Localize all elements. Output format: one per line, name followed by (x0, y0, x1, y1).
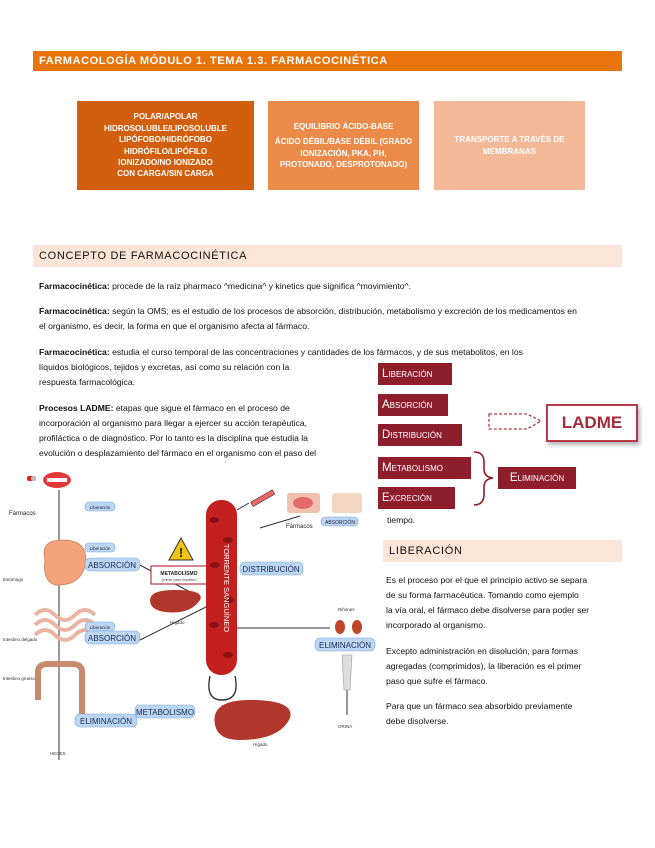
svg-text:Fármacos: Fármacos (286, 524, 313, 530)
paragraph-liberacion-2: Excepto administración en disolución, pa… (386, 646, 582, 686)
paragraph-liberacion-3: Para que un fármaco sea absorbido previa… (386, 701, 573, 726)
svg-text:Liberación: Liberación (90, 546, 111, 551)
svg-text:METABOLISMO: METABOLISMO (160, 571, 197, 577)
svg-text:METABOLISMO: METABOLISMO (136, 708, 194, 717)
section-title-concept: CONCEPTO DE FARMACOCINÉTICA (33, 245, 622, 267)
paragraph-liberacion-1: Es el proceso por el que el principio ac… (386, 575, 590, 630)
svg-text:ABSORCIÓN: ABSORCIÓN (88, 561, 136, 570)
paragraph-origin: Farmacocinética: procede de la raíz phar… (39, 281, 411, 291)
svg-text:Riñones: Riñones (338, 607, 355, 612)
svg-text:Liberación: Liberación (90, 625, 111, 630)
paragraph-ladme: Procesos LADME: etapas que sigue el fárm… (39, 403, 317, 458)
page-header: FARMACOLOGÍA MÓDULO 1. TEMA 1.3. FARMACO… (33, 51, 622, 71)
svg-text:ELIMINACIÓN: ELIMINACIÓN (319, 641, 371, 650)
svg-text:ABSORCIÓN: ABSORCIÓN (88, 634, 136, 643)
svg-text:Estómago: Estómago (3, 577, 24, 582)
bladder-icon (341, 654, 353, 691)
bloodstream-tube (206, 500, 237, 675)
ladme-eliminacion: Eliminación (498, 467, 576, 489)
paragraph-ladme-end: tiempo. (387, 515, 416, 525)
svg-text:ORINA: ORINA (338, 724, 352, 729)
large-intestine-icon (35, 661, 85, 715)
svg-text:Intestino delgado: Intestino delgado (3, 637, 38, 642)
svg-text:!: ! (179, 545, 183, 560)
ladme-step-excrecion: Excreción (378, 487, 455, 509)
small-intestine-icon (33, 608, 97, 642)
skin-icon (332, 493, 362, 513)
warning-icon (168, 536, 194, 561)
svg-text:Intestino grueso: Intestino grueso (3, 676, 36, 681)
svg-text:ELIMINACIÓN: ELIMINACIÓN (80, 717, 132, 726)
svg-text:TORRENTE SANGUÍNEO: TORRENTE SANGUÍNEO (222, 544, 231, 632)
svg-text:Liberación: Liberación (90, 505, 111, 510)
ladme-step-liberacion: Liberación (378, 363, 452, 385)
property-box-acid-base: EQUILIBRIO ÁCIDO-BASE ÁCIDO DÉBIL/BASE D… (268, 101, 419, 190)
paragraph-oms: Farmacocinética: según la OMS; es el est… (39, 306, 577, 331)
ladme-body-diagram: Liberación Fármacos Liberación ABSORCIÓN… (3, 472, 376, 760)
liver-icon-bottom (214, 700, 291, 740)
svg-text:ABSORCIÓN: ABSORCIÓN (325, 519, 355, 526)
kidney-icon (335, 620, 345, 634)
svg-text:Fármacos: Fármacos (9, 511, 36, 517)
svg-text:DISTRIBUCIÓN: DISTRIBUCIÓN (242, 565, 300, 574)
ladme-title: LADME (546, 404, 638, 442)
stomach-icon (43, 539, 87, 586)
ladme-step-metabolismo: Metabolismo (378, 457, 471, 479)
section-title-liberacion: LIBERACIÓN (383, 540, 622, 562)
paragraph-temporal: Farmacocinética: estudia el curso tempor… (39, 347, 523, 387)
svg-text:(primer paso hepático): (primer paso hepático) (161, 578, 196, 582)
syringe-icon (250, 489, 276, 508)
property-box-polarity: POLAR/APOLAR HIDROSOLUBLE/LIPOSOLUBLE LI… (77, 101, 254, 190)
property-box-transport: TRANSPORTE A TRAVÉS DE MEMBRANAS (434, 101, 585, 190)
liver-icon (150, 590, 201, 613)
ladme-step-distribucion: Distribución (378, 424, 462, 446)
svg-text:Hígado: Hígado (170, 620, 185, 625)
svg-text:Hígado: Hígado (253, 742, 268, 747)
svg-text:HECES: HECES (50, 751, 66, 756)
ladme-step-absorcion: Absorción (378, 394, 448, 416)
